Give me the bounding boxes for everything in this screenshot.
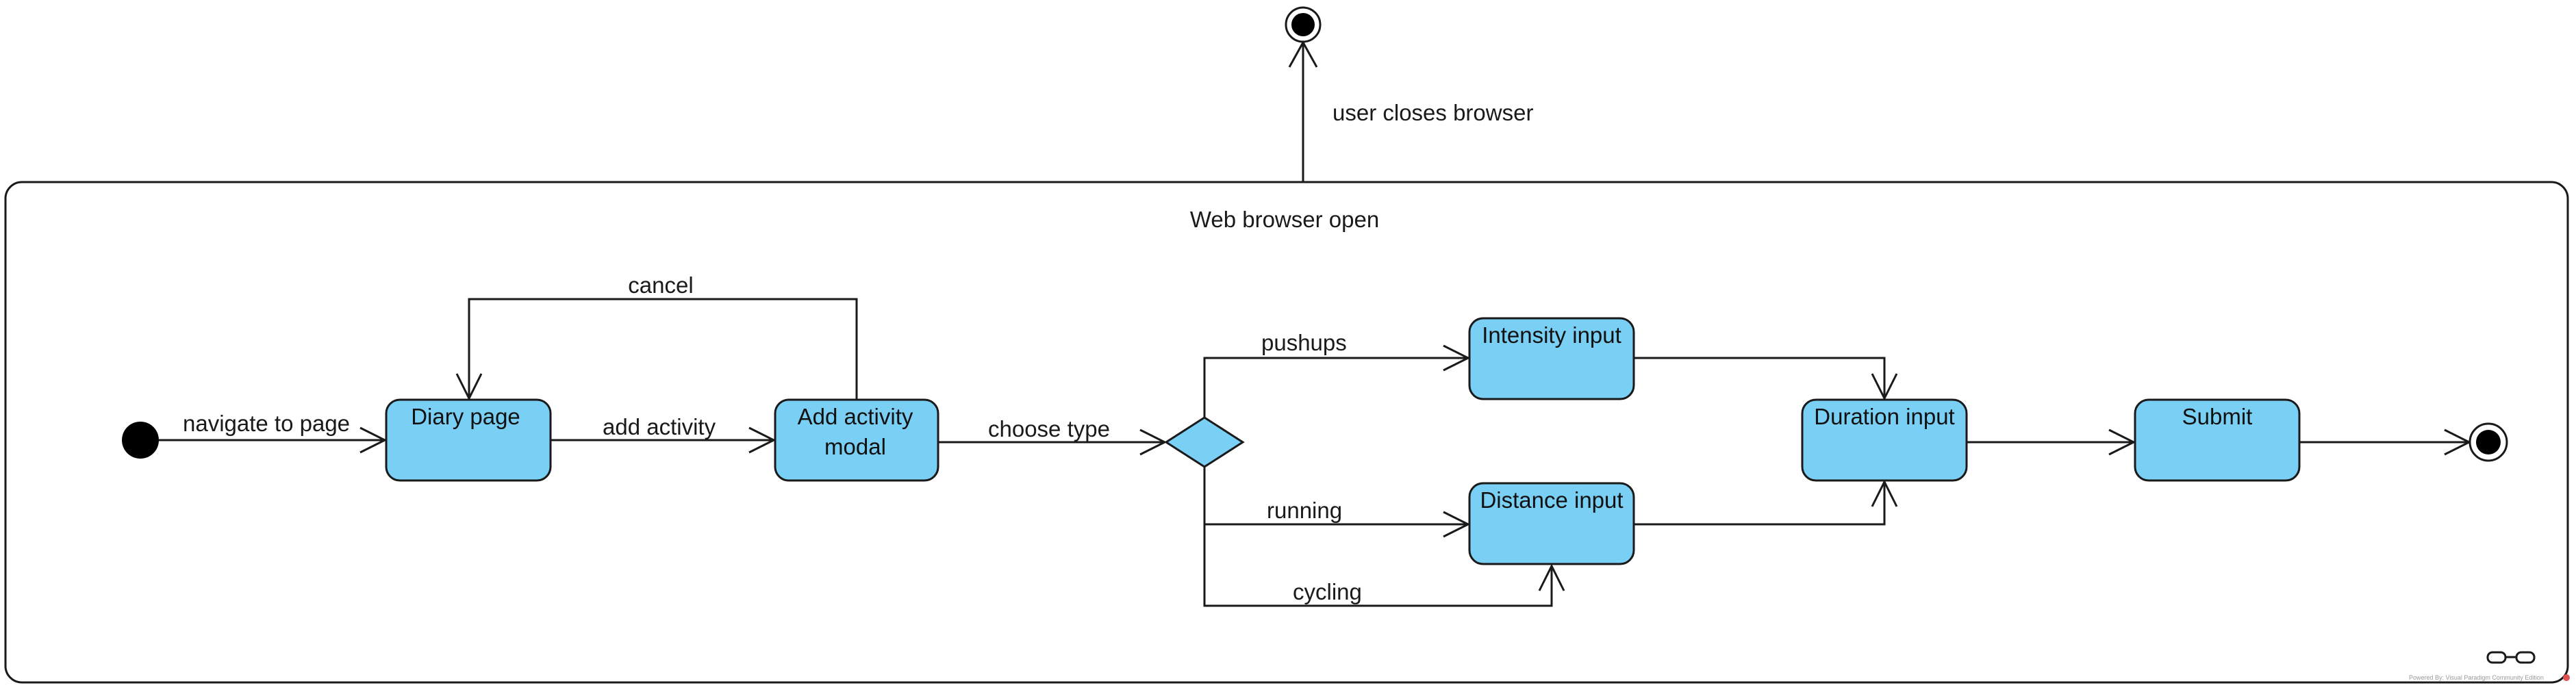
composite-state-label: Web browser open — [1190, 207, 1379, 232]
composite-state-web-browser-open — [4, 181, 2569, 684]
state-distance-input-label: Distance input — [1480, 487, 1623, 513]
transition-add-activity — [551, 426, 776, 454]
label-navigate: navigate to page — [183, 411, 350, 436]
transition-user-closes-browser — [1288, 40, 1318, 182]
label-user-closes-browser: user closes browser — [1333, 100, 1533, 125]
state-add-activity-modal-label-line2: modal — [824, 434, 886, 459]
initial-state — [122, 422, 159, 459]
label-cycling: cycling — [1293, 579, 1362, 604]
label-pushups: pushups — [1261, 330, 1347, 355]
state-duration-input — [1801, 398, 1968, 482]
inner-final-state — [2468, 422, 2508, 462]
transition-distance-to-duration — [1634, 479, 1898, 526]
state-duration-input-label: Duration input — [1814, 404, 1954, 429]
state-diary-page-label: Diary page — [411, 404, 520, 429]
label-running: running — [1267, 498, 1342, 523]
state-submit — [2134, 398, 2301, 482]
state-submit-label: Submit — [2182, 404, 2253, 429]
transition-cycling — [1203, 524, 1565, 607]
transition-intensity-to-duration — [1634, 357, 1898, 401]
composite-state-icon — [2486, 651, 2536, 664]
transition-duration-to-submit — [1967, 428, 2136, 456]
state-intensity-input-label: Intensity input — [1482, 322, 1621, 348]
label-add-activity: add activity — [603, 414, 716, 439]
state-add-activity-modal-label-line1: Add activity — [798, 404, 913, 429]
label-cancel: cancel — [628, 272, 693, 298]
transition-cancel — [455, 298, 858, 401]
label-choose-type: choose type — [988, 416, 1110, 441]
outer-final-state — [1285, 6, 1322, 43]
transition-pushups — [1203, 344, 1471, 418]
footer-logo-icon — [2563, 674, 2570, 681]
footer-watermark: Powered By: Visual Paradigm Community Ed… — [2409, 674, 2544, 681]
transition-navigate — [159, 426, 388, 454]
